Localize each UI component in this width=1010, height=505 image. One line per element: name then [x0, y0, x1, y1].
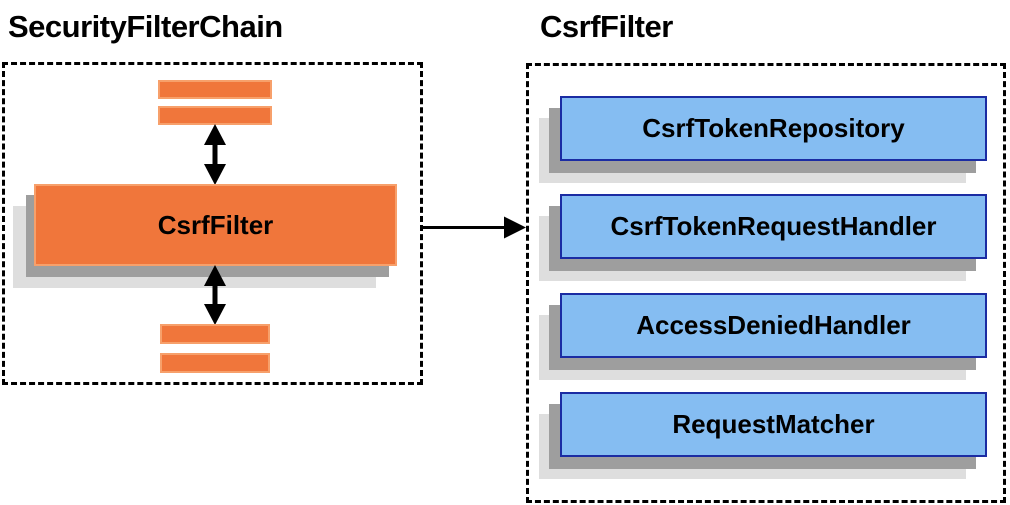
component-label: RequestMatcher: [672, 409, 875, 439]
security-filter-chain-title: SecurityFilterChain: [8, 9, 283, 44]
security-filter-chain-boundary: [2, 62, 423, 385]
csrf-filter-title: CsrfFilter: [540, 9, 673, 44]
csrf-filter-boundary: [526, 63, 1006, 503]
filter-placeholder-bar-top-2: [158, 106, 272, 125]
component-box-csrf-token-request-handler: CsrfTokenRequestHandler: [560, 194, 987, 259]
component-label: CsrfTokenRepository: [642, 113, 905, 143]
component-label: AccessDeniedHandler: [636, 310, 911, 340]
filter-placeholder-bar-top-1: [158, 80, 272, 99]
up-down-arrow-icon: [204, 124, 226, 185]
up-down-arrow-icon: [204, 265, 226, 325]
component-label: CsrfTokenRequestHandler: [610, 211, 937, 241]
filter-placeholder-bar-bottom-1: [160, 324, 270, 344]
component-box-access-denied-handler: AccessDeniedHandler: [560, 293, 987, 358]
csrf-filter-box: CsrfFilter: [34, 184, 397, 266]
right-arrow-icon: [422, 216, 526, 239]
csrf-filter-box-label: CsrfFilter: [157, 209, 274, 240]
component-box-csrf-token-repository: CsrfTokenRepository: [560, 96, 987, 161]
component-box-request-matcher: RequestMatcher: [560, 392, 987, 457]
filter-placeholder-bar-bottom-2: [160, 353, 270, 373]
